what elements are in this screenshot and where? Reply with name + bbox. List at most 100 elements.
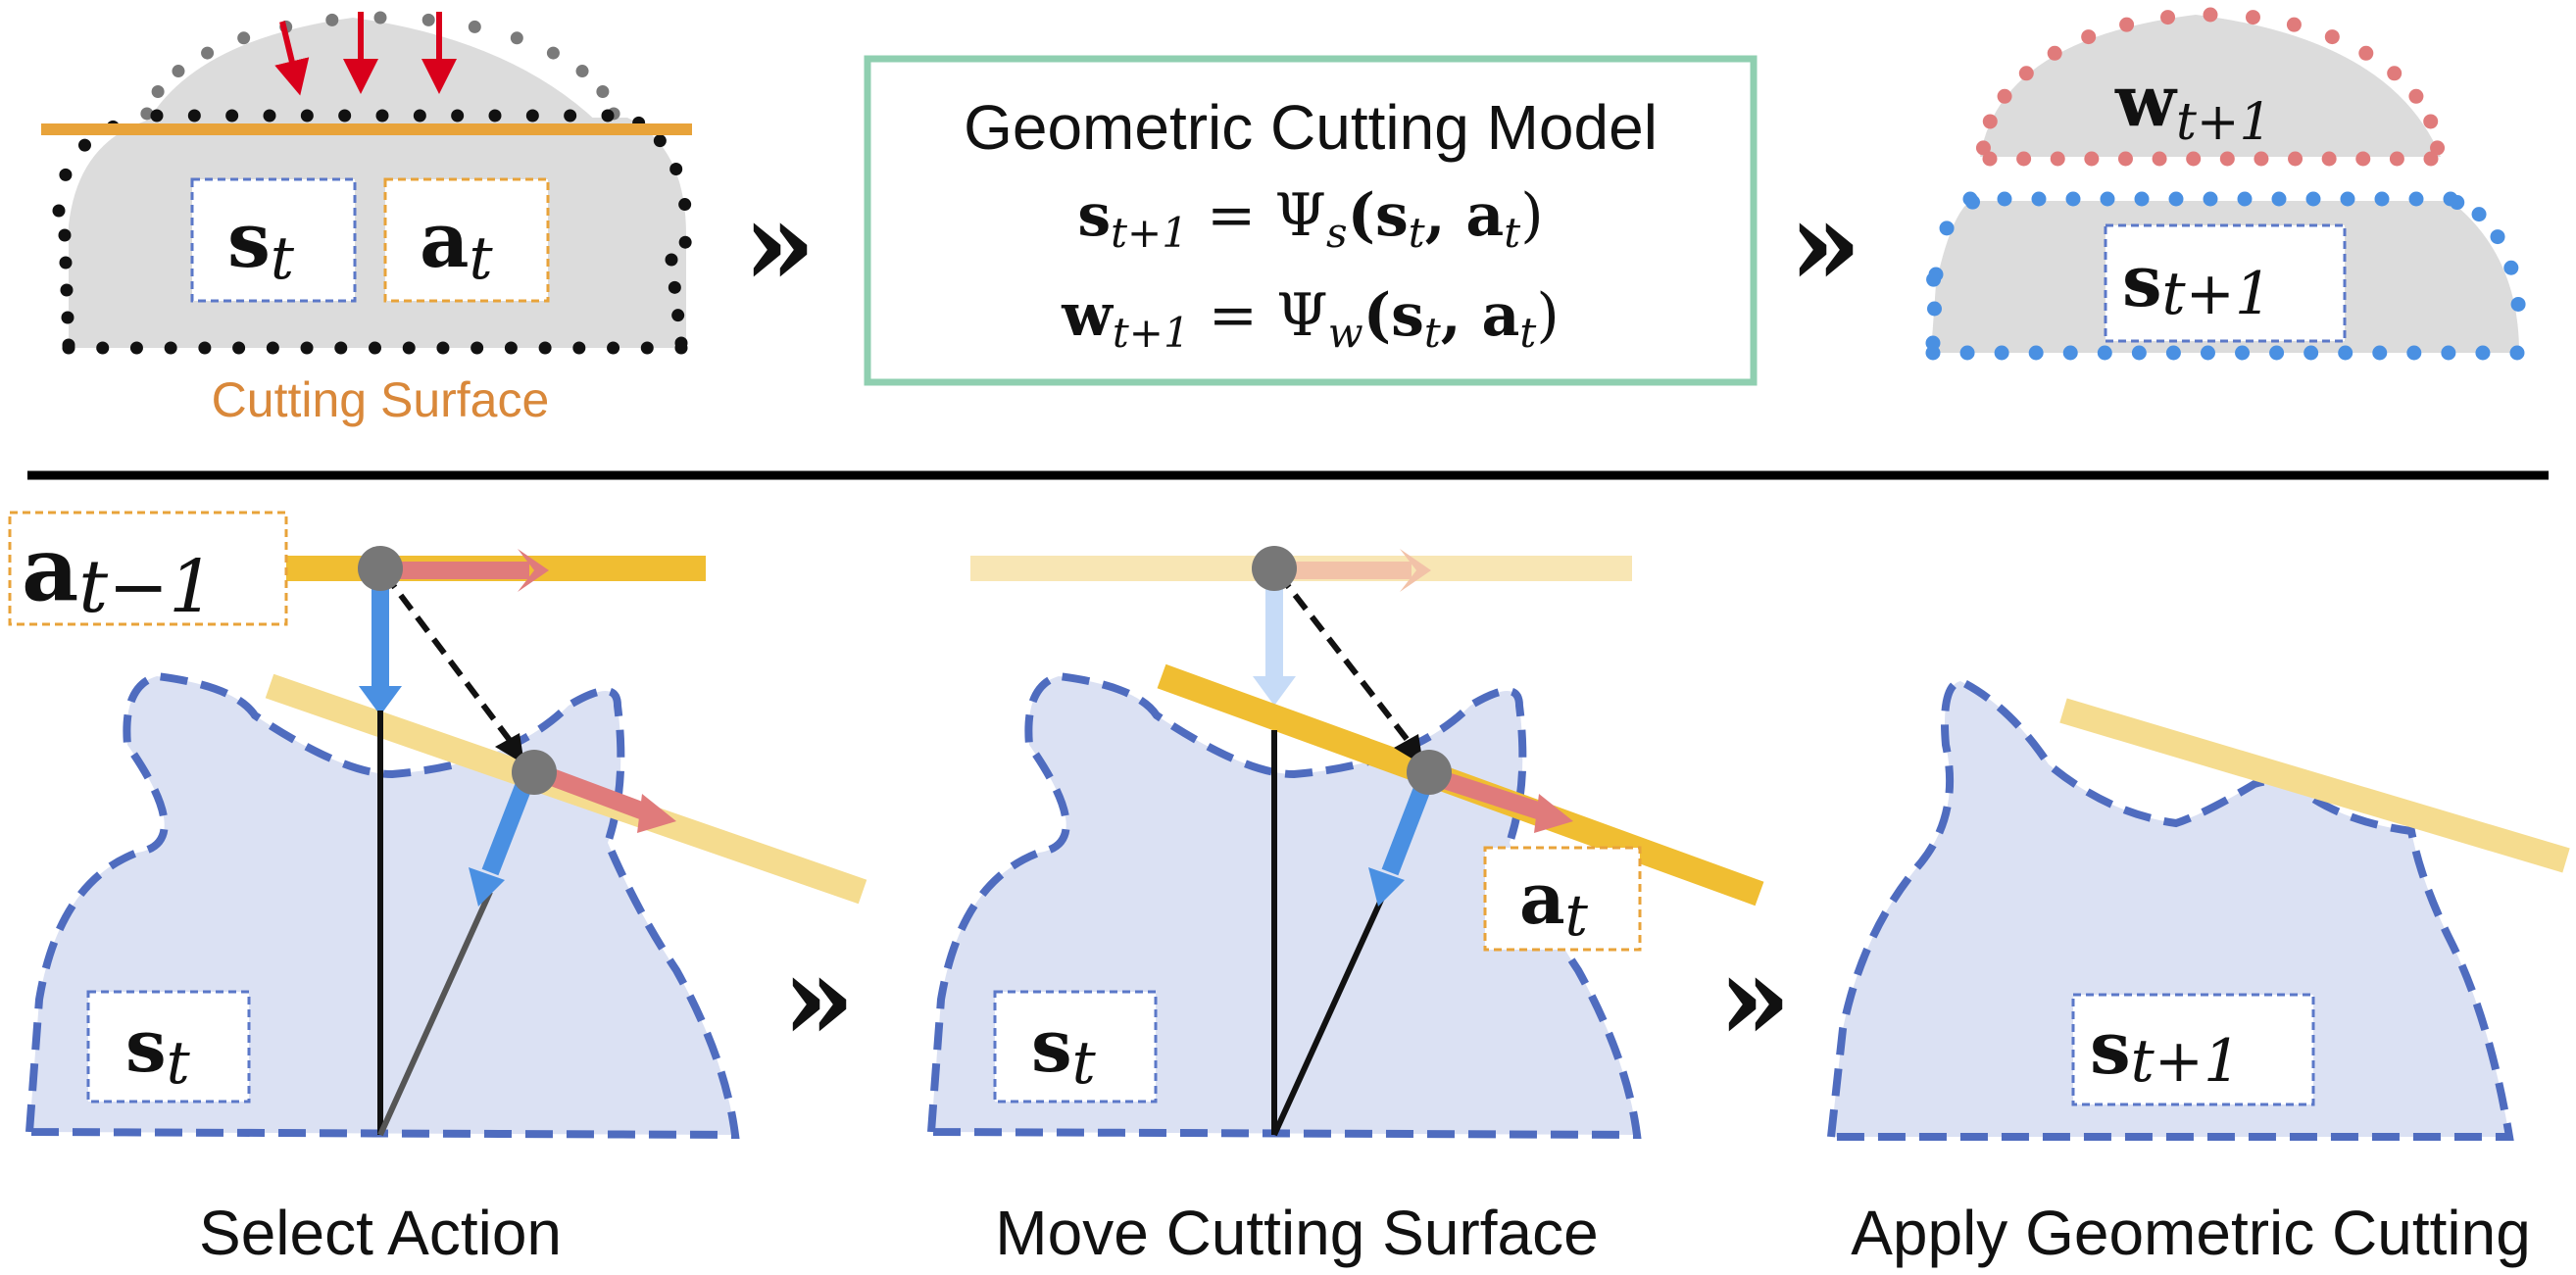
pivot-point (512, 750, 557, 795)
next-state-dot (2100, 191, 2115, 207)
red-direction-arrow-icon (540, 765, 653, 822)
next-state-dot (2165, 345, 2181, 361)
outline-dot (596, 84, 610, 98)
waste-dot (2081, 29, 2097, 45)
pressure-arrows (274, 12, 457, 96)
outline-dot (369, 341, 381, 355)
state-box (86, 990, 251, 1103)
next-state-dot (2490, 229, 2505, 245)
outline-dot (62, 341, 75, 355)
action-symbol: at (420, 196, 494, 293)
prev-action-symbol: at−1 (22, 517, 215, 629)
applied-cutting-surface (2059, 698, 2570, 873)
next-state-symbol: st+1 (2090, 1006, 2241, 1096)
outline-dot (575, 65, 589, 78)
red-direction-arrow-icon (1438, 770, 1550, 822)
outline-dot (640, 341, 654, 355)
next-state-dot (2134, 191, 2150, 207)
outline-dot (510, 31, 523, 45)
waste-dot (2389, 151, 2404, 167)
faded-arrowhead-icon (1253, 676, 1296, 706)
next-state-dot (2475, 345, 2491, 361)
outline-dot (201, 46, 215, 60)
next-state-dot (1959, 345, 1975, 361)
outline-dot (413, 109, 426, 123)
top-input-shape: st at Cutting Surface (41, 11, 692, 427)
next-state-dot (2168, 191, 2184, 207)
state-symbol: st (125, 1005, 191, 1098)
next-state-dot (2509, 345, 2525, 361)
next-state-symbol: st+1 (2122, 239, 2272, 328)
next-state-box (2071, 993, 2315, 1106)
move-path-arrowhead-icon (495, 733, 524, 764)
outline-dot (61, 311, 74, 324)
outline-dot (525, 109, 539, 123)
outline-dot (653, 134, 667, 148)
flow-arrow-icon: » (782, 929, 856, 1067)
state-box (190, 177, 357, 303)
next-state-dot (2374, 191, 2390, 207)
outline-dot (665, 253, 678, 267)
outline-dot (52, 204, 66, 218)
outline-dot (151, 84, 165, 98)
next-state-dot (1939, 221, 1955, 236)
waste-dot (2203, 7, 2218, 23)
waste-dots (1975, 7, 2446, 167)
action-box (383, 177, 550, 303)
outline-dot (601, 109, 615, 123)
waste-dot (2355, 151, 2371, 167)
waste-dot (2186, 151, 2202, 167)
caption-move-cutting-surface: Move Cutting Surface (995, 1198, 1598, 1268)
flow-arrow-icon: » (1789, 174, 1862, 313)
next-state-dot (2471, 207, 2487, 222)
waste-dot (2219, 151, 2235, 167)
waste-dot (1982, 151, 1998, 167)
caption-select-action: Select Action (199, 1198, 562, 1268)
red-arrowhead-icon (637, 794, 676, 833)
outline-dot (60, 283, 74, 297)
pivot-point (1407, 750, 1452, 795)
outline-dot (300, 341, 314, 355)
next-state-dot (2503, 260, 2519, 275)
outline-dot (671, 309, 685, 322)
prev-action-box (8, 511, 288, 626)
waste-dot (2358, 45, 2374, 61)
outline-dot (402, 341, 416, 355)
blue-arrowhead-icon (469, 867, 505, 907)
red-arrowhead-icon (1534, 794, 1573, 833)
outline-dot (468, 20, 481, 33)
waste-dot (2387, 66, 2403, 81)
outline-dot (421, 13, 435, 26)
model-title: Geometric Cutting Model (964, 92, 1658, 163)
waste-dot (1982, 114, 1998, 129)
outline-dot (237, 31, 251, 45)
waste-dot (2084, 151, 2100, 167)
panel-apply-geometric-cutting: st+1 Apply Geometric Cutting (1826, 676, 2570, 1268)
waste-dot (2324, 29, 2340, 45)
waste-dot (2423, 114, 2439, 129)
move-path-dashed (381, 571, 518, 749)
next-state-dot (2510, 296, 2526, 312)
outline-dot (198, 341, 212, 355)
flow-arrow-icon: » (743, 174, 817, 313)
outline-dot (334, 341, 348, 355)
red-arrowhead-icon (518, 549, 549, 592)
outline-dot (96, 341, 110, 355)
reference-line-angled (377, 890, 493, 1137)
outline-dot (187, 109, 201, 123)
waste-transition-equation: wt+1 = Ψw(st, at) (1061, 281, 1559, 357)
outline-dot (325, 13, 339, 26)
next-state-dot (2372, 345, 2388, 361)
waste-dot (2152, 151, 2167, 167)
outline-dot (504, 341, 518, 355)
next-state-dot (1997, 191, 2012, 207)
next-state-dot (1925, 335, 1941, 351)
outline-dot (678, 198, 692, 212)
next-state-dot (2028, 345, 2044, 361)
waste-dot (1975, 140, 1991, 156)
outline-dot (266, 341, 279, 355)
next-state-box (2104, 223, 2347, 343)
next-state-dot (2235, 345, 2251, 361)
waste-dot (2423, 151, 2439, 167)
